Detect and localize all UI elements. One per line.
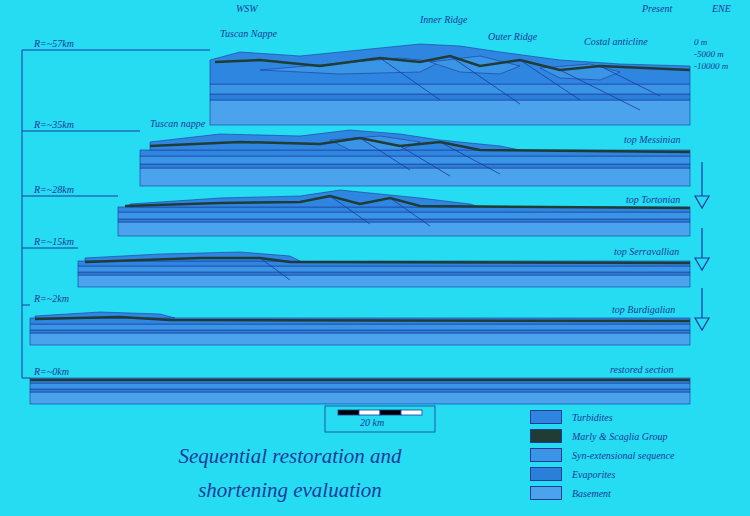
- section-label: WSW: [236, 3, 258, 14]
- section-label: R=~2km: [34, 293, 69, 304]
- section-label: R=~35km: [34, 119, 74, 130]
- section-label: top Burdigalian: [612, 304, 675, 315]
- section-label: Inner Ridge: [420, 14, 468, 25]
- section-label: 0 m: [694, 38, 707, 48]
- section-label: R=~57km: [34, 38, 74, 49]
- scale-label: 20 km: [360, 417, 384, 428]
- legend-row: Basement: [530, 486, 611, 500]
- section-label: top Messinian: [624, 134, 680, 145]
- section-label: R=~0km: [34, 366, 69, 377]
- legend-swatch: [530, 486, 562, 500]
- section-label: -10000 m: [694, 62, 728, 72]
- legend-text: Marly & Scaglia Group: [572, 431, 667, 442]
- section-label: Outer Ridge: [488, 31, 537, 42]
- section-label: Costal anticline: [584, 36, 648, 47]
- section-label: Tuscan nappe: [150, 118, 205, 129]
- section-label: R=~28km: [34, 184, 74, 195]
- legend-row: Marly & Scaglia Group: [530, 429, 667, 443]
- section-label: top Tortonian: [626, 194, 680, 205]
- legend-text: Syn-extensional sequence: [572, 450, 674, 461]
- legend-text: Evaporites: [572, 469, 615, 480]
- section-label: ENE: [712, 3, 731, 14]
- diagram-title: Sequential restoration and shortening ev…: [160, 440, 420, 507]
- legend-swatch: [530, 448, 562, 462]
- section-label: -5000 m: [694, 50, 724, 60]
- section-label: top Serravallian: [614, 246, 679, 257]
- legend-swatch: [530, 410, 562, 424]
- legend-swatch: [530, 467, 562, 481]
- legend-text: Basement: [572, 488, 611, 499]
- legend-swatch: [530, 429, 562, 443]
- section-label: R=~15km: [34, 236, 74, 247]
- section-label: restored section: [610, 364, 673, 375]
- section-label: Tuscan Nappe: [220, 28, 277, 39]
- legend-row: Evaporites: [530, 467, 615, 481]
- legend-text: Turbidites: [572, 412, 613, 423]
- legend-row: Turbidites: [530, 410, 613, 424]
- section-label: Present: [642, 3, 672, 14]
- legend-row: Syn-extensional sequence: [530, 448, 674, 462]
